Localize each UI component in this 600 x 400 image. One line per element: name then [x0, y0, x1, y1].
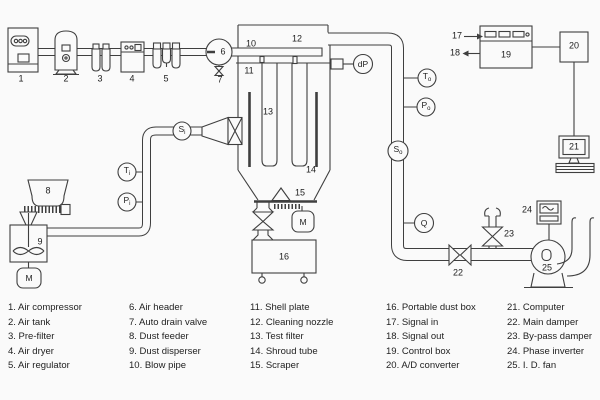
sensor-t0: To — [422, 70, 432, 83]
label-9: 9 — [37, 236, 43, 247]
label-2: 2 — [63, 73, 69, 84]
sensor-ti: Ti — [123, 164, 131, 177]
sensor-si: Si — [178, 123, 186, 136]
scraper-assembly — [254, 187, 317, 233]
legend-item: 19. Control box — [386, 345, 451, 357]
label-25: 25 — [541, 262, 553, 273]
label-22: 22 — [452, 267, 464, 278]
label-1: 1 — [18, 73, 24, 84]
label-16: 16 — [278, 251, 290, 262]
portable-dust-box — [251, 239, 317, 284]
legend-item: 22. Main damper — [507, 316, 579, 328]
air-compressor — [7, 27, 39, 73]
label-18: 18 — [449, 47, 461, 58]
legend-item: 15. Scraper — [250, 360, 300, 372]
sensor-pi: Pi — [123, 194, 131, 207]
computer — [555, 135, 595, 174]
label-20: 20 — [568, 40, 580, 51]
legend-item: 9. Dust disperser — [129, 345, 201, 357]
label-12: 12 — [291, 33, 303, 44]
label-6: 6 — [220, 46, 226, 57]
legend-item: 18. Signal out — [386, 331, 445, 343]
label-14: 14 — [305, 164, 317, 175]
hopper-outlet-valve — [251, 201, 275, 241]
sensor-dp: dP — [357, 58, 369, 69]
filter-chamber — [236, 24, 332, 201]
disperser-motor-label: M — [25, 272, 33, 283]
legend-column-3: 11. Shell plate 12. Cleaning nozzle 13. … — [250, 301, 333, 374]
legend-item: 24. Phase inverter — [507, 345, 585, 357]
legend-column-5: 21. Computer 22. Main damper 23. By-pass… — [507, 301, 592, 374]
legend-item: 13. Test filter — [250, 331, 304, 343]
label-19: 19 — [500, 49, 512, 60]
legend-item: 17. Signal in — [386, 316, 439, 328]
sensor-q: Q — [420, 217, 428, 228]
label-7: 7 — [217, 74, 223, 85]
label-23: 23 — [503, 228, 515, 239]
id-fan — [524, 217, 595, 289]
control-box — [479, 25, 560, 69]
signal-out-arrow — [462, 50, 480, 57]
legend-column-2: 6. Air header 7. Auto drain valve 8. Dus… — [129, 301, 207, 374]
legend: 1. Air compressor 2. Air tank 3. Pre-fil… — [0, 301, 600, 381]
test-filter-bags — [248, 63, 318, 167]
label-10: 10 — [245, 38, 257, 49]
legend-item: 16. Portable dust box — [386, 302, 476, 313]
label-15: 15 — [294, 187, 306, 198]
main-damper — [448, 243, 472, 267]
sensor-symbols — [117, 53, 437, 234]
bypass-damper — [481, 207, 504, 249]
legend-item: 12. Cleaning nozzle — [250, 316, 334, 328]
dust-feeder — [24, 179, 71, 216]
legend-item: 11. Shell plate — [250, 302, 310, 313]
label-21: 21 — [568, 141, 580, 152]
legend-column-4: 16. Portable dust box 17. Signal in 18. … — [386, 301, 476, 374]
air-regulator — [152, 42, 181, 69]
scraper-motor-label: M — [299, 216, 307, 227]
label-11: 11 — [244, 65, 254, 76]
label-5: 5 — [163, 73, 169, 84]
sensor-s0: So — [393, 143, 403, 156]
diagram-canvas — [7, 24, 595, 289]
legend-item: 2. Air tank — [8, 316, 51, 328]
air-header — [205, 38, 233, 77]
legend-item: 4. Air dryer — [8, 345, 54, 357]
dust-disperser — [9, 211, 48, 289]
legend-item: 20. A/D converter — [386, 360, 460, 372]
legend-item: 14. Shroud tube — [250, 345, 318, 357]
phase-inverter — [536, 200, 562, 240]
label-8: 8 — [45, 185, 51, 196]
air-tank — [53, 30, 79, 76]
legend-item: 23. By-pass damper — [507, 331, 593, 343]
legend-item: 8. Dust feeder — [129, 331, 189, 343]
legend-item: 3. Pre-filter — [8, 331, 55, 343]
legend-item: 5. Air regulator — [8, 360, 70, 372]
signal-in-arrow — [464, 33, 483, 40]
legend-item: 7. Auto drain valve — [129, 316, 208, 328]
inlet-venturi — [201, 116, 243, 146]
label-3: 3 — [97, 73, 103, 84]
label-4: 4 — [129, 73, 135, 84]
legend-item: 1. Air compressor — [8, 302, 82, 313]
label-24: 24 — [521, 204, 533, 215]
pre-filter — [91, 43, 111, 72]
inlet-pipe — [47, 126, 202, 237]
sensor-p0: Po — [421, 99, 431, 112]
air-dryer — [120, 41, 145, 73]
legend-item: 6. Air header — [129, 302, 183, 313]
legend-column-1: 1. Air compressor 2. Air tank 3. Pre-fil… — [8, 301, 82, 374]
legend-item: 25. I. D. fan — [507, 360, 557, 372]
label-13: 13 — [262, 106, 274, 117]
legend-item: 10. Blow pipe — [129, 360, 187, 372]
blow-pipe — [230, 47, 323, 65]
label-17: 17 — [451, 30, 463, 41]
legend-item: 21. Computer — [507, 302, 565, 313]
ad-converter — [559, 31, 589, 136]
